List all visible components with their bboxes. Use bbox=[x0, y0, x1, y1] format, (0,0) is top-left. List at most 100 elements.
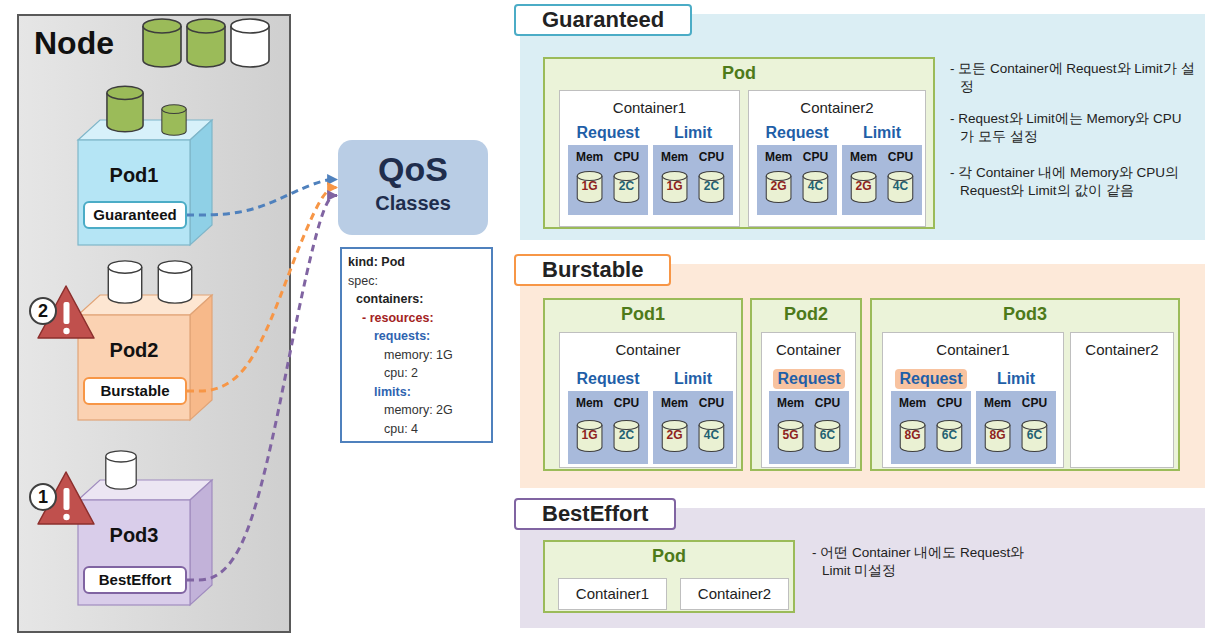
box-label: QoS bbox=[338, 150, 488, 189]
resource-name: CPU bbox=[807, 396, 847, 410]
class-note: - 각 Container 내에 Memory와 CPU의 Request와 L… bbox=[950, 164, 1195, 200]
box-label: Guaranteed bbox=[85, 203, 185, 227]
resource-value: 2C bbox=[606, 428, 646, 442]
yaml-line: memory: 2G bbox=[384, 403, 453, 417]
yaml-line: - resources: bbox=[362, 311, 434, 325]
pod-cube: Pod3BestEffort bbox=[78, 500, 190, 605]
resource-value: 1G bbox=[570, 428, 610, 442]
resource-name: CPU bbox=[880, 150, 920, 164]
pod-cylinder bbox=[158, 261, 191, 303]
resource-name: CPU bbox=[606, 150, 646, 164]
yaml-line: kind: Pod bbox=[348, 255, 405, 269]
pod-cylinder bbox=[108, 261, 141, 303]
node-cylinder bbox=[143, 19, 181, 67]
resource-panel-bg bbox=[769, 391, 849, 464]
box-label: Pod2 bbox=[752, 304, 860, 325]
resource-box: RequestMemCPU8G6C bbox=[891, 369, 971, 464]
yaml-line: limits: bbox=[374, 385, 411, 399]
box-label: Container bbox=[762, 341, 855, 358]
class-heading: Guaranteed bbox=[514, 4, 692, 36]
resource-box: RequestMemCPU 2G4C bbox=[757, 123, 837, 215]
qos-class-band: Guaranteed- 모든 Container에 Request와 Limit… bbox=[520, 14, 1205, 240]
yaml-line: cpu: 4 bbox=[384, 422, 418, 436]
yaml-line: spec: bbox=[348, 274, 378, 288]
callout-number: 1 bbox=[29, 483, 57, 511]
warning-mark bbox=[64, 488, 70, 510]
resource-value: 4C bbox=[880, 179, 920, 193]
warning-mark bbox=[64, 302, 70, 324]
resource-box: LimitMemCPU1G2C bbox=[653, 123, 733, 215]
pod-cube-front bbox=[78, 500, 190, 605]
box-label: Pod1 bbox=[78, 164, 190, 187]
box-label: Container bbox=[560, 341, 736, 358]
pod-cube: Pod1Guaranteed bbox=[78, 140, 190, 245]
container-box: ContainerRequestMemCPU5G6C bbox=[761, 332, 856, 468]
pod-cube-top bbox=[78, 120, 212, 140]
qos-tag: Burstable bbox=[83, 377, 187, 405]
resource-name: CPU bbox=[795, 150, 835, 164]
pod-box: Pod3Container1RequestMemCPU8G6CLimitMemC… bbox=[870, 298, 1180, 471]
callout-number: 2 bbox=[29, 297, 57, 325]
box-label: Pod3 bbox=[78, 524, 190, 547]
class-heading: Burstable bbox=[514, 254, 671, 286]
resource-name: Mem bbox=[759, 150, 799, 164]
container-box: ContainerRequestMemCPU1G2CLimitMemCPU2G4… bbox=[559, 332, 737, 468]
resource-box: RequestMemCPU1G2C bbox=[568, 369, 648, 464]
box-label: Container2 bbox=[681, 579, 788, 609]
resource-name: Mem bbox=[570, 150, 610, 164]
resource-value: 2C bbox=[606, 179, 646, 193]
box-label: BestEffort bbox=[85, 568, 185, 592]
box-label: Container2 bbox=[1071, 341, 1173, 358]
resource-panel-bg bbox=[653, 145, 733, 215]
resource-name: Mem bbox=[655, 396, 695, 410]
qos-connector bbox=[187, 196, 337, 581]
resource-value: 2C bbox=[691, 179, 731, 193]
resource-heading: Limit bbox=[653, 369, 733, 389]
class-note: - 어떤 Container 내에도 Request와 Limit 미설정 bbox=[812, 544, 1042, 580]
box-label: Pod2 bbox=[78, 339, 190, 362]
resource-value: 6C bbox=[1014, 428, 1054, 442]
container-box: Container2 bbox=[1070, 332, 1174, 468]
resource-value: 6C bbox=[807, 428, 847, 442]
resource-name: CPU bbox=[691, 396, 731, 410]
resource-name: CPU bbox=[929, 396, 969, 410]
resource-value: 2G bbox=[759, 179, 799, 193]
resource-panel-bg bbox=[568, 145, 648, 215]
container-box: Container1 bbox=[558, 578, 667, 610]
pod-cylinder bbox=[107, 86, 143, 132]
resource-value: 8G bbox=[978, 428, 1018, 442]
resource-heading: Request bbox=[757, 123, 837, 143]
resource-name: Mem bbox=[570, 396, 610, 410]
node-cylinder bbox=[187, 19, 225, 67]
pod-cube-top bbox=[78, 480, 212, 500]
qos-connector bbox=[187, 188, 337, 392]
yaml-line: cpu: 2 bbox=[384, 366, 418, 380]
box-label: Container2 bbox=[749, 99, 925, 116]
resource-box: LimitMemCPU2G4C bbox=[842, 123, 922, 215]
pod-cylinder bbox=[162, 105, 186, 136]
box-label: Container1 bbox=[883, 341, 1063, 358]
container-box: Container1RequestMemCPU8G6CLimitMemCPU8G… bbox=[882, 332, 1064, 468]
qos-box: QoSClasses bbox=[338, 140, 488, 235]
resource-name: Mem bbox=[978, 396, 1018, 410]
resource-value: 1G bbox=[655, 179, 695, 193]
resource-value: 4C bbox=[795, 179, 835, 193]
resource-value: 6C bbox=[929, 428, 969, 442]
resource-name: CPU bbox=[606, 396, 646, 410]
pod-box: Pod1ContainerRequestMemCPU1G2CLimitMemCP… bbox=[543, 298, 743, 471]
class-note: - 모든 Container에 Request와 Limit가 설정 bbox=[950, 60, 1195, 96]
resource-value: 2G bbox=[655, 428, 695, 442]
resource-name: Mem bbox=[893, 396, 933, 410]
pod-box: Pod2ContainerRequestMemCPU5G6C bbox=[750, 298, 862, 471]
class-note: - Request와 Limit에는 Memory와 CPU가 모두 설정 bbox=[950, 110, 1195, 146]
box-label: Pod3 bbox=[872, 304, 1178, 325]
resource-name: Mem bbox=[771, 396, 811, 410]
resource-name: CPU bbox=[691, 150, 731, 164]
resource-box: LimitMemCPU8G6C bbox=[976, 369, 1056, 464]
box-label: Burstable bbox=[85, 379, 185, 403]
pod-cube: Pod2Burstable bbox=[78, 315, 190, 420]
resource-box: RequestMemCPU5G6C bbox=[769, 369, 849, 464]
qos-tag: BestEffort bbox=[83, 566, 187, 594]
pod-cube-front bbox=[78, 315, 190, 420]
resource-panel-bg bbox=[976, 391, 1056, 464]
